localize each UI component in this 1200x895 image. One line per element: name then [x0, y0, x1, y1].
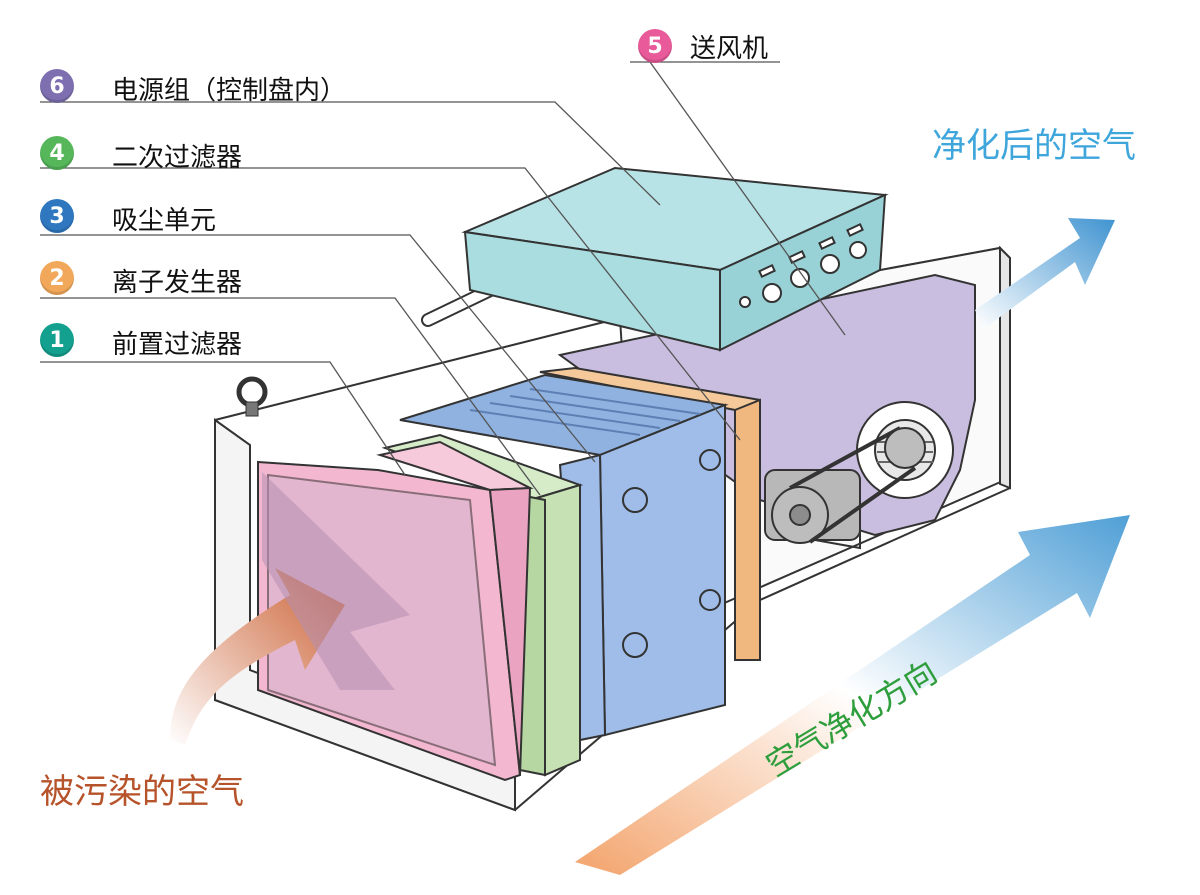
legend-label-collector: 吸尘单元 — [112, 206, 217, 236]
badge-3: 3 — [40, 199, 74, 233]
inner-airflow-arrow — [262, 472, 410, 690]
badge-6: 6 — [40, 69, 74, 103]
clean-air-label: 净化后的空气 — [932, 126, 1136, 166]
motor-and-belt — [764, 426, 926, 550]
badge-2: 2 — [40, 261, 74, 295]
legend-label-fan: 送风机 — [690, 34, 769, 64]
legend-item-secondary-filter: 4 二次过滤器 — [40, 133, 242, 173]
direction-arrow — [575, 515, 1130, 875]
legend-item-power: 6 电源组（控制盘内） — [40, 66, 346, 106]
control-box — [461, 166, 889, 352]
legend-item-prefilter: 1 前置过滤器 — [40, 320, 242, 360]
leader-lines — [40, 61, 846, 496]
legend-label-prefilter: 前置过滤器 — [112, 330, 243, 360]
legend-label-ionizer: 离子发生器 — [112, 268, 243, 298]
dirty-air-label: 被污染的空气 — [40, 772, 244, 812]
legend-label-secondary-filter: 二次过滤器 — [112, 143, 243, 173]
ion-generator — [539, 366, 761, 661]
legend-item-ionizer: 2 离子发生器 — [40, 258, 242, 298]
legend-item-fan: 5 送风机 — [638, 28, 768, 64]
legend-item-collector: 3 吸尘单元 — [40, 196, 216, 236]
clean-air-arrow — [975, 218, 1115, 328]
legend-label-power: 电源组（控制盘内） — [112, 76, 347, 106]
badge-1: 1 — [40, 323, 74, 357]
badge-5: 5 — [638, 29, 672, 63]
lifting-eye — [236, 376, 268, 408]
badge-4: 4 — [40, 136, 74, 170]
